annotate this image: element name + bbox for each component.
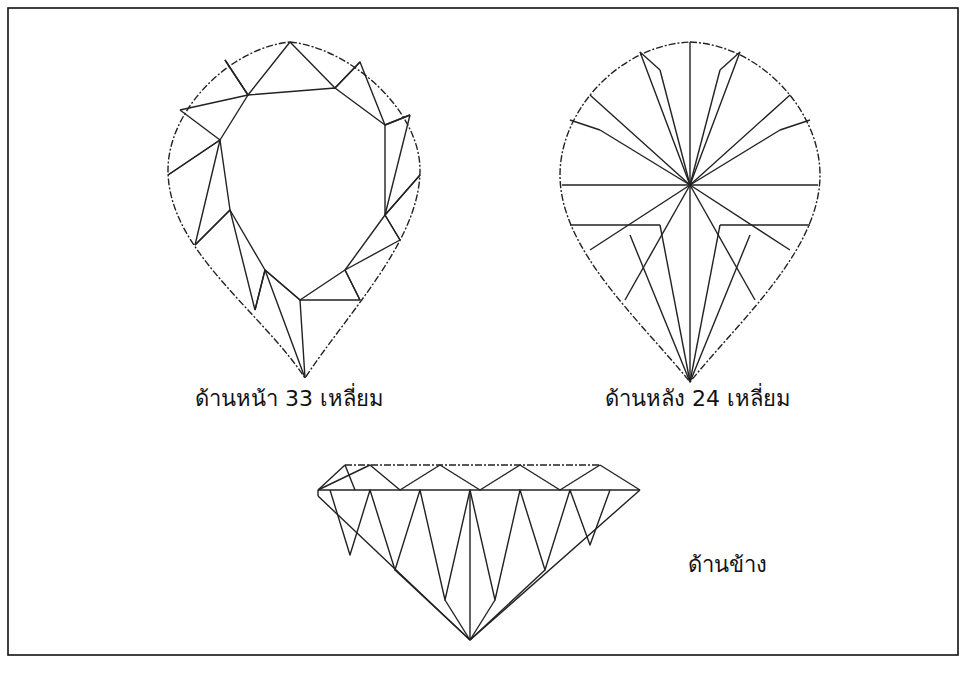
frame: [8, 8, 958, 655]
back-view: [560, 42, 820, 382]
view-caption: ด้านหน้า 33 เหลี่ยม: [195, 386, 384, 412]
side-view: [318, 465, 640, 640]
front-view: [168, 42, 420, 378]
view-caption: ด้านหลัง 24 เหลี่ยม: [605, 386, 791, 412]
view-caption: ด้านข้าง: [688, 552, 767, 578]
